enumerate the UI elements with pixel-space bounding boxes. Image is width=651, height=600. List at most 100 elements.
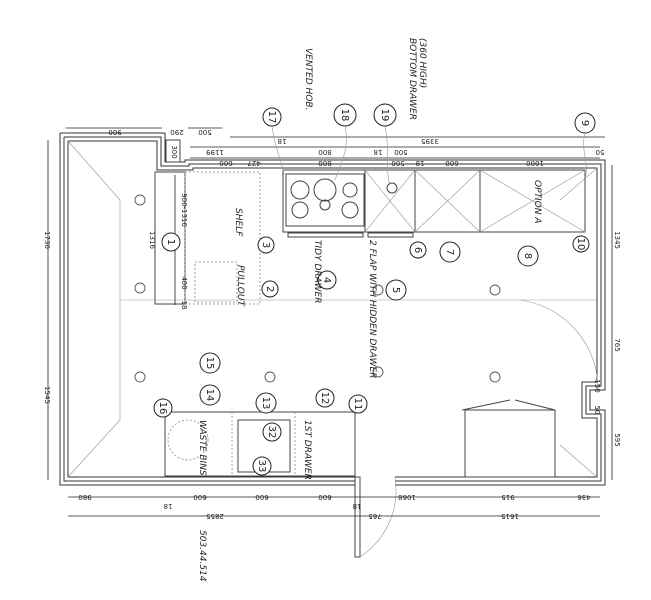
ceiling-lines bbox=[67, 140, 598, 478]
dimension-labels-bottom: 980 18 600 600 600 18 1068 915 436 2855 … bbox=[78, 493, 590, 520]
dim-label: 427 bbox=[247, 159, 260, 167]
dim-label: 50 bbox=[596, 148, 605, 156]
callout: 18 bbox=[333, 103, 357, 127]
svg-text:17: 17 bbox=[266, 111, 277, 124]
callout: 15 bbox=[199, 352, 221, 374]
callout: 33 bbox=[252, 456, 272, 476]
svg-text:2: 2 bbox=[264, 286, 275, 292]
dim-label: 980 bbox=[78, 493, 91, 501]
dim-label: 50 bbox=[593, 406, 601, 415]
svg-text:1: 1 bbox=[165, 239, 176, 245]
dim-label: 18 bbox=[353, 502, 362, 510]
svg-text:13: 13 bbox=[260, 397, 271, 410]
dim-label: 3395 bbox=[421, 137, 439, 145]
svg-text:6: 6 bbox=[412, 247, 423, 253]
dim-label: 1615 bbox=[501, 512, 519, 520]
dim-label: 150 bbox=[593, 379, 601, 392]
dim-label: 2855 bbox=[206, 512, 224, 520]
walls bbox=[59, 132, 606, 486]
svg-text:11: 11 bbox=[352, 398, 363, 411]
dim-label: 300 bbox=[170, 145, 178, 158]
dim-label: 600 bbox=[219, 159, 232, 167]
callout: 32 bbox=[262, 422, 282, 442]
ceiling-lights bbox=[134, 194, 501, 383]
note-reference-number: 503.44.514 bbox=[197, 530, 207, 582]
note-vented-hob: VENTED HOB. bbox=[303, 48, 313, 110]
dim-label: 18 bbox=[278, 137, 287, 145]
dimension-labels-sides: 1730 1545 1316 900-1316 400 18 1345 765 … bbox=[43, 193, 621, 447]
svg-text:14: 14 bbox=[204, 389, 215, 402]
dim-label: 1730 bbox=[43, 231, 51, 249]
pillar-box bbox=[165, 139, 181, 163]
dim-label: 600 bbox=[193, 493, 206, 501]
svg-text:4: 4 bbox=[321, 277, 332, 283]
callout: 12 bbox=[315, 388, 335, 408]
callouts: 1 2 3 4 5 6 7 8 9 10 11 12 13 14 15 16 1… bbox=[153, 103, 596, 476]
dim-label: 436 bbox=[577, 493, 591, 501]
dimension-labels-top: 900 290 500 3395 1199 800 800 18 500 500… bbox=[108, 128, 604, 167]
handwritten-notes: VENTED HOB. BOTTOM DRAWER (360 HIGH) TID… bbox=[197, 38, 542, 582]
note-waste-bins: WASTE BINS bbox=[197, 420, 207, 476]
note-option-a: OPTION A bbox=[532, 180, 542, 224]
svg-text:10: 10 bbox=[575, 238, 586, 251]
dim-label: 500 bbox=[198, 128, 211, 136]
callout: 6 bbox=[409, 241, 427, 259]
dim-label: 500 bbox=[394, 148, 407, 156]
note-tidy-drawer: TIDY DRAWER bbox=[312, 240, 322, 303]
dim-label: 500 bbox=[391, 159, 404, 167]
svg-text:15: 15 bbox=[204, 357, 215, 370]
callout: 8 bbox=[517, 245, 539, 267]
callout: 19 bbox=[373, 103, 397, 127]
svg-text:9: 9 bbox=[579, 120, 590, 126]
note-first-drawer: 1ST DRAWER bbox=[302, 420, 312, 480]
note-bottom-drawer-height: (360 HIGH) bbox=[417, 38, 427, 88]
callout: 3 bbox=[257, 236, 275, 254]
dim-label: 1000 bbox=[526, 159, 544, 167]
svg-text:12: 12 bbox=[319, 392, 330, 405]
dim-label: 765 bbox=[368, 512, 381, 520]
hob bbox=[285, 173, 365, 227]
callout: 17 bbox=[262, 107, 282, 127]
callout: 9 bbox=[574, 112, 596, 134]
svg-text:32: 32 bbox=[266, 426, 277, 439]
dim-label: 915 bbox=[501, 493, 514, 501]
dim-label: 900 bbox=[108, 128, 121, 136]
callout: 10 bbox=[572, 235, 590, 253]
callout: 13 bbox=[255, 392, 277, 414]
dimension-lines bbox=[47, 127, 613, 517]
callout: 4 bbox=[317, 270, 337, 290]
dim-label: 400 bbox=[180, 276, 188, 289]
svg-text:33: 33 bbox=[256, 460, 267, 473]
dim-label: 600 bbox=[445, 159, 458, 167]
dim-label: 595 bbox=[613, 433, 621, 446]
dim-label: 900-1316 bbox=[180, 193, 188, 227]
svg-text:18: 18 bbox=[339, 109, 350, 122]
left-cabinet-run bbox=[154, 171, 261, 305]
callout: 16 bbox=[153, 398, 173, 418]
callout: 5 bbox=[385, 279, 407, 301]
dim-label: 1068 bbox=[398, 493, 416, 501]
note-shelf: SHELF bbox=[233, 208, 243, 237]
dim-label: 1545 bbox=[43, 386, 51, 404]
svg-text:8: 8 bbox=[522, 253, 533, 259]
dim-label: 600 bbox=[255, 493, 268, 501]
bottom-cabinet-run bbox=[164, 399, 556, 478]
dim-label: 765 bbox=[613, 338, 621, 351]
callout: 14 bbox=[199, 384, 221, 406]
dim-label: 290 bbox=[170, 128, 183, 136]
callout: 1 bbox=[161, 232, 181, 252]
svg-text:16: 16 bbox=[157, 402, 168, 415]
dim-label: 800 bbox=[318, 159, 331, 167]
svg-text:3: 3 bbox=[260, 242, 271, 248]
note-pullout: PULLOUT bbox=[235, 265, 245, 307]
dim-label: 1345 bbox=[613, 231, 621, 249]
dim-label: 18 bbox=[164, 502, 173, 510]
callout: 11 bbox=[348, 394, 368, 414]
svg-text:5: 5 bbox=[390, 287, 401, 293]
note-bottom-drawer: BOTTOM DRAWER bbox=[407, 38, 417, 120]
callout: 2 bbox=[261, 280, 279, 298]
dim-label: 1316 bbox=[148, 231, 156, 249]
dim-label: 800 bbox=[318, 148, 331, 156]
svg-text:7: 7 bbox=[444, 249, 455, 255]
